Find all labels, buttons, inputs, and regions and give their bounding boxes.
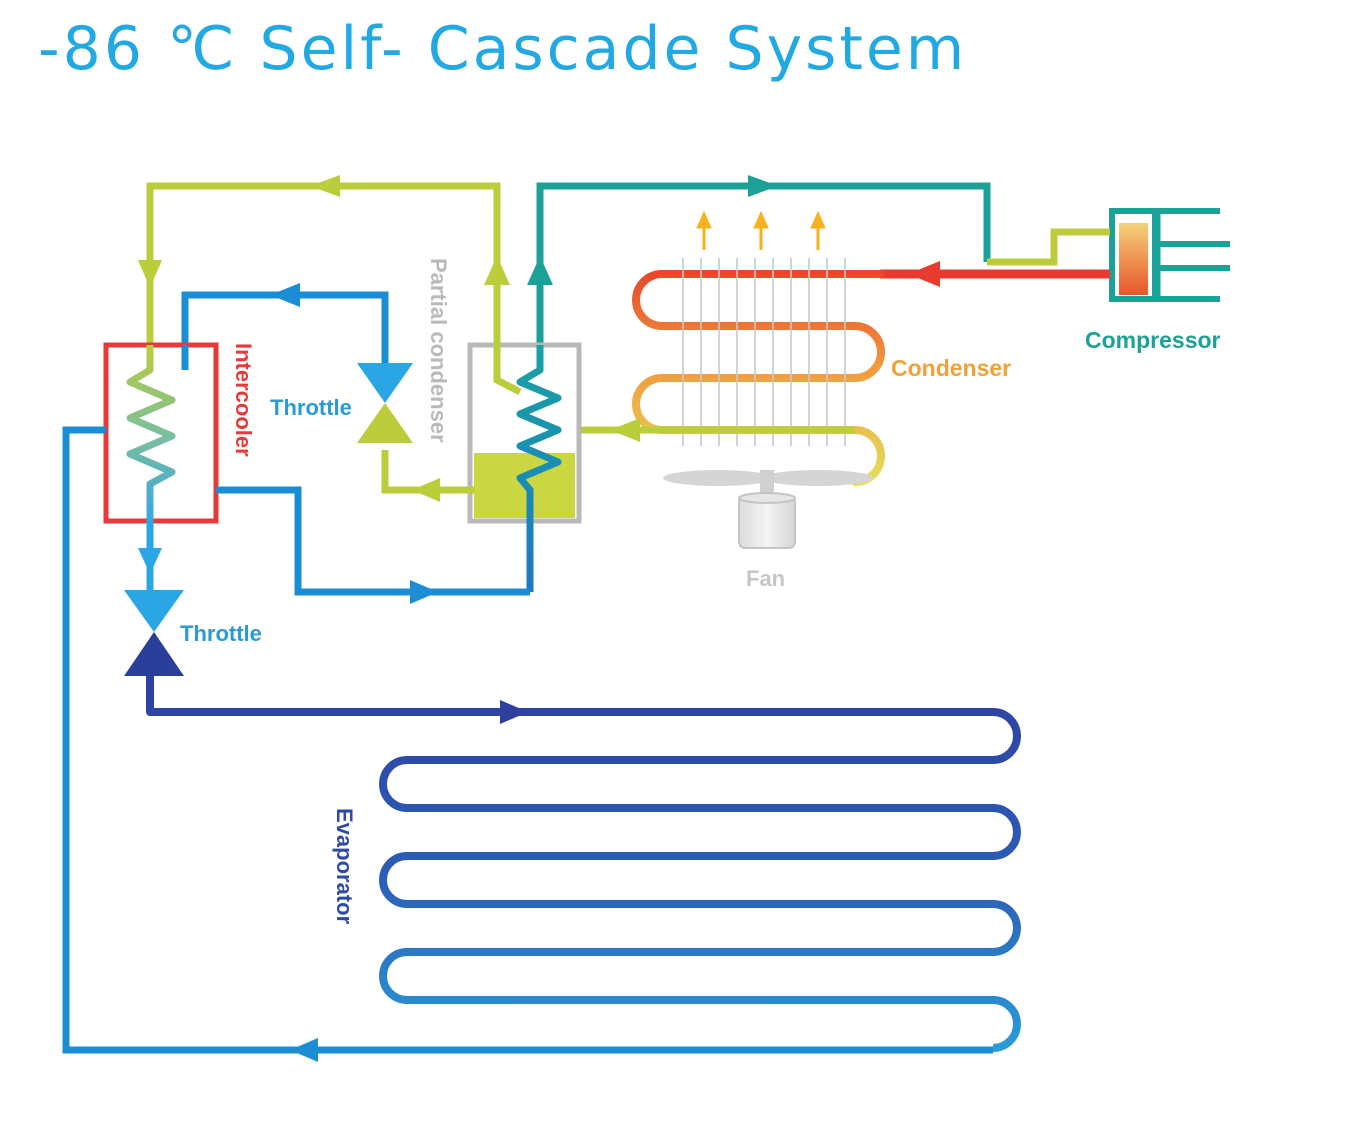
heat-arrows-icon [696,210,826,250]
compressor-label: Compressor [1085,327,1221,353]
throttle-valve-lower [124,521,184,676]
intercooler-return-line [216,486,530,604]
fan-icon [663,470,873,549]
throttle-upper-line [181,283,389,370]
throttle-valve-upper [357,363,413,443]
condensate-line [580,418,855,442]
suction-return-line [62,426,993,1062]
fan-label: Fan [746,566,785,591]
intercooler-label: Intercooler [231,343,256,457]
page-title: -86 ℃ Self- Cascade System [38,14,968,84]
throttle-upper-label: Throttle [270,395,352,420]
intercooler [103,342,219,524]
discharge-line [527,175,1110,370]
evaporator-label: Evaporator [332,808,357,925]
vapour-line [138,175,522,396]
evaporator-coil [146,676,1021,1052]
condenser-coil [632,258,885,486]
condenser-label: Condenser [891,355,1011,381]
partial-condenser [467,342,582,592]
throttle-lower-label: Throttle [180,621,262,646]
partial-condenser-label: Partial condenser [426,258,451,443]
hot-gas-line [880,261,1110,287]
compressor [1109,208,1230,302]
liquid-return-line [381,450,474,502]
